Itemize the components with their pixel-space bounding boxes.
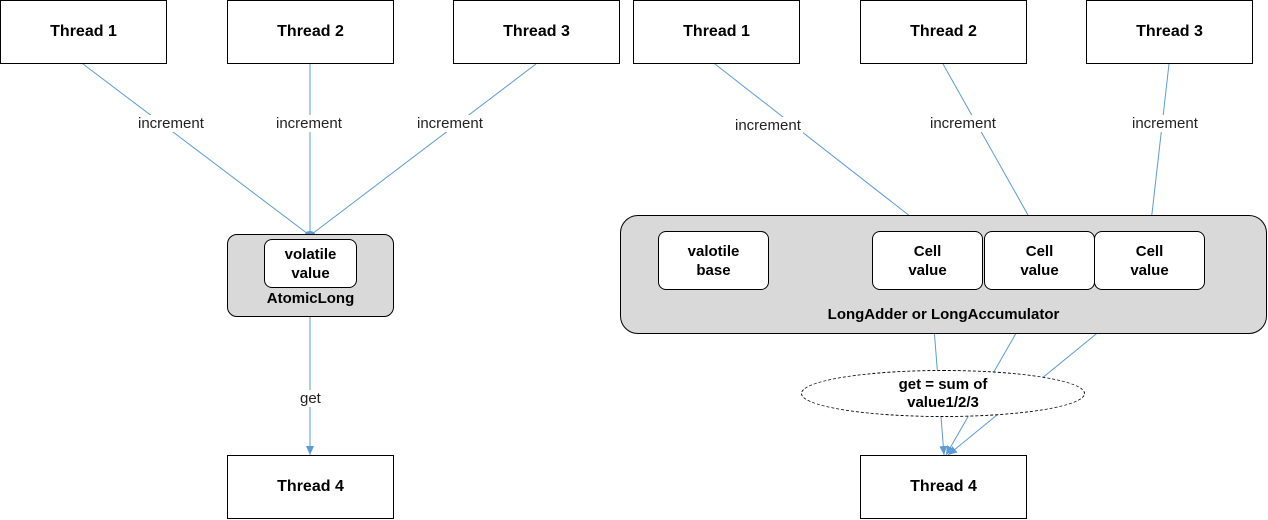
right-thread-3-label: Thread 3 [1136, 23, 1203, 40]
left-thread-4-label: Thread 4 [277, 478, 344, 495]
left-thread-1-box: Thread 1 [0, 0, 167, 64]
left-thread-1-label: Thread 1 [50, 23, 117, 40]
right-thread-2-box: Thread 2 [860, 0, 1027, 64]
right-thread-1-box: Thread 1 [633, 0, 800, 64]
left-increment-label-1: increment [136, 115, 206, 132]
volatile-value-box: volatile value [264, 239, 357, 288]
left-thread-4-box: Thread 4 [227, 455, 394, 519]
left-thread-2-label: Thread 2 [277, 23, 344, 40]
volatile-base-box: valotile base [658, 231, 769, 290]
longadder-label: LongAdder or LongAccumulator [827, 306, 1060, 323]
left-edge-thread3 [311, 63, 537, 235]
cell-box-3: Cell value [1094, 231, 1205, 290]
sum-annotation: get = sum of value1/2/3 [801, 370, 1085, 417]
cell-box-1: Cell value [872, 231, 983, 290]
left-thread-3-label: Thread 3 [503, 23, 570, 40]
right-edge-thread2 [942, 63, 1038, 232]
right-increment-label-3: increment [1130, 115, 1200, 132]
left-thread-2-box: Thread 2 [227, 0, 394, 64]
right-increment-label-1: increment [733, 117, 803, 134]
right-edge-thread3 [1147, 63, 1170, 232]
right-thread-2-label: Thread 2 [910, 23, 977, 40]
left-thread-3-box: Thread 3 [453, 0, 620, 64]
right-edge-thread1 [714, 63, 930, 232]
left-edge-thread1 [82, 63, 309, 235]
left-get-label: get [298, 390, 323, 407]
right-thread-4-label: Thread 4 [910, 478, 977, 495]
left-increment-label-2: increment [274, 115, 344, 132]
atomiclong-label: AtomicLong [266, 290, 355, 307]
right-increment-label-2: increment [928, 115, 998, 132]
right-thread-3-box: Thread 3 [1086, 0, 1253, 64]
left-increment-label-3: increment [415, 115, 485, 132]
right-thread-4-box: Thread 4 [860, 455, 1027, 519]
cell-box-2: Cell value [984, 231, 1095, 290]
right-thread-1-label: Thread 1 [683, 23, 750, 40]
